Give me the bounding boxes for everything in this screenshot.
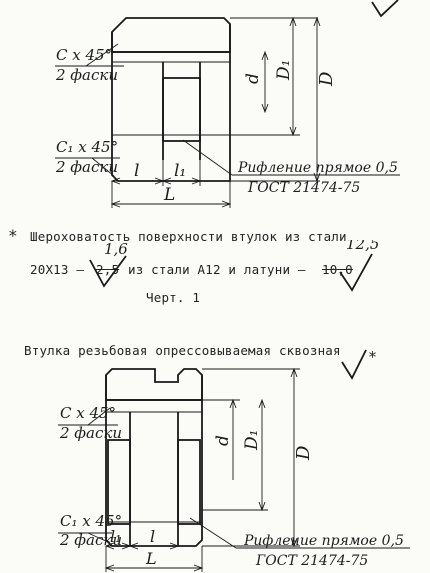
dim-D-label: D xyxy=(316,71,337,87)
knurl-standard: ГОСТ 21474-75 xyxy=(255,553,368,569)
dim-D1-label: D₁ xyxy=(274,60,294,81)
check-mark-icon xyxy=(371,0,399,18)
chamfer1-label: C₁ x 45° xyxy=(60,512,122,530)
fig2-mark: * xyxy=(368,348,377,366)
wall-section-hatch xyxy=(105,368,203,401)
roughness-line-1: Шероховатость поверхности втулок из стал… xyxy=(30,229,347,244)
check-mark-icon xyxy=(341,349,367,380)
roughness-new-value-2: 12,5 xyxy=(346,240,379,253)
dim-D1-label: D₁ xyxy=(242,430,262,451)
dim-L-label: L xyxy=(145,549,157,568)
chamfer1-label: C₁ x 45° xyxy=(56,138,118,156)
chamfer-count: 2 фаски xyxy=(59,424,122,442)
chamfer1-count: 2 фаски xyxy=(59,531,122,549)
figure-2-title: Втулка резьбовая опрессовываемая сквозна… xyxy=(24,343,341,358)
knurl-note: Рифление прямое 0,5 xyxy=(243,533,404,549)
roughness-symbol-2 xyxy=(339,253,373,292)
roughness-old-value-2: 10,0 xyxy=(322,262,353,277)
roughness-symbol-1 xyxy=(89,255,127,288)
dim-d-label: d xyxy=(243,73,263,84)
roughness-symbols: 1,6 12,5 xyxy=(89,240,379,292)
figure-caption: Черт. 1 xyxy=(146,290,201,305)
dim-d-label: d xyxy=(213,435,233,446)
chamfer-count: 2 фаски xyxy=(55,66,118,84)
dim-D-label: D xyxy=(293,445,314,461)
knurl-standard: ГОСТ 21474-75 xyxy=(247,180,360,196)
chamfer1-count: 2 фаски xyxy=(55,158,118,176)
dim-l-label: l xyxy=(150,527,155,546)
note-asterisk: * xyxy=(8,226,18,245)
dim-l1-label: l₁ xyxy=(174,161,186,181)
roughness-mid-text: из стали А12 и латуни – xyxy=(128,262,306,277)
dim-l-label: l xyxy=(134,161,139,181)
roughness-new-value-1: 1,6 xyxy=(104,240,128,258)
roughness-steel: 20Х13 – xyxy=(30,262,85,277)
figure-1-drawing: C x 45° 2 фаски C₁ x 45° 2 фаски l l₁ L … xyxy=(55,0,400,208)
knurl-band-right xyxy=(177,439,201,525)
dim-L-label: L xyxy=(163,185,175,205)
chamfer-label: C x 45° xyxy=(56,46,112,64)
knurl-note: Рифление прямое 0,5 xyxy=(237,160,398,176)
dim-l1-label: l₁ xyxy=(110,527,122,546)
chamfer-label: C x 45° xyxy=(60,404,116,422)
